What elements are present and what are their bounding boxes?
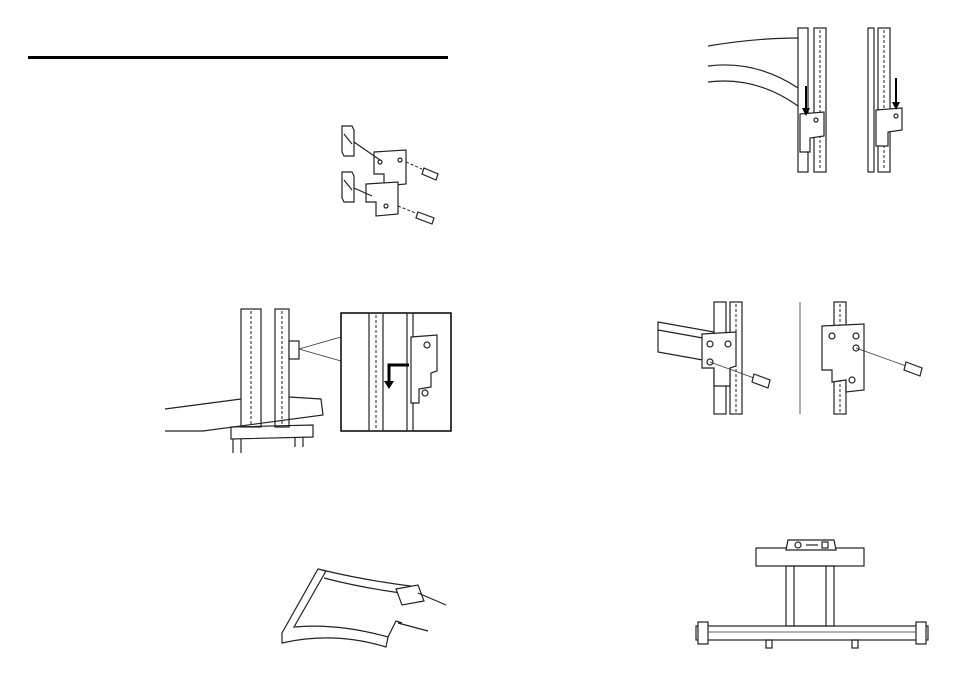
shelf-screw-fasten-figure xyxy=(656,300,926,416)
spirit-level-on-stand-icon xyxy=(694,538,930,652)
shelf-frame-figure xyxy=(278,561,448,651)
shelf-hooking-onto-rail-icon xyxy=(706,26,912,174)
section-heading-rule xyxy=(28,56,448,59)
shelf-hook-onto-rails-figure xyxy=(706,26,912,174)
stand-with-bracket-detail-icon xyxy=(163,307,455,457)
curved-shelf-frame-icon xyxy=(278,561,448,651)
screw-fastening-icon xyxy=(656,300,926,416)
bracket-exploded-figure xyxy=(330,122,450,232)
stand-leveling-figure xyxy=(694,538,930,652)
mounting-bracket-exploded-icon xyxy=(330,122,450,232)
stand-bracket-install-figure xyxy=(163,307,455,457)
